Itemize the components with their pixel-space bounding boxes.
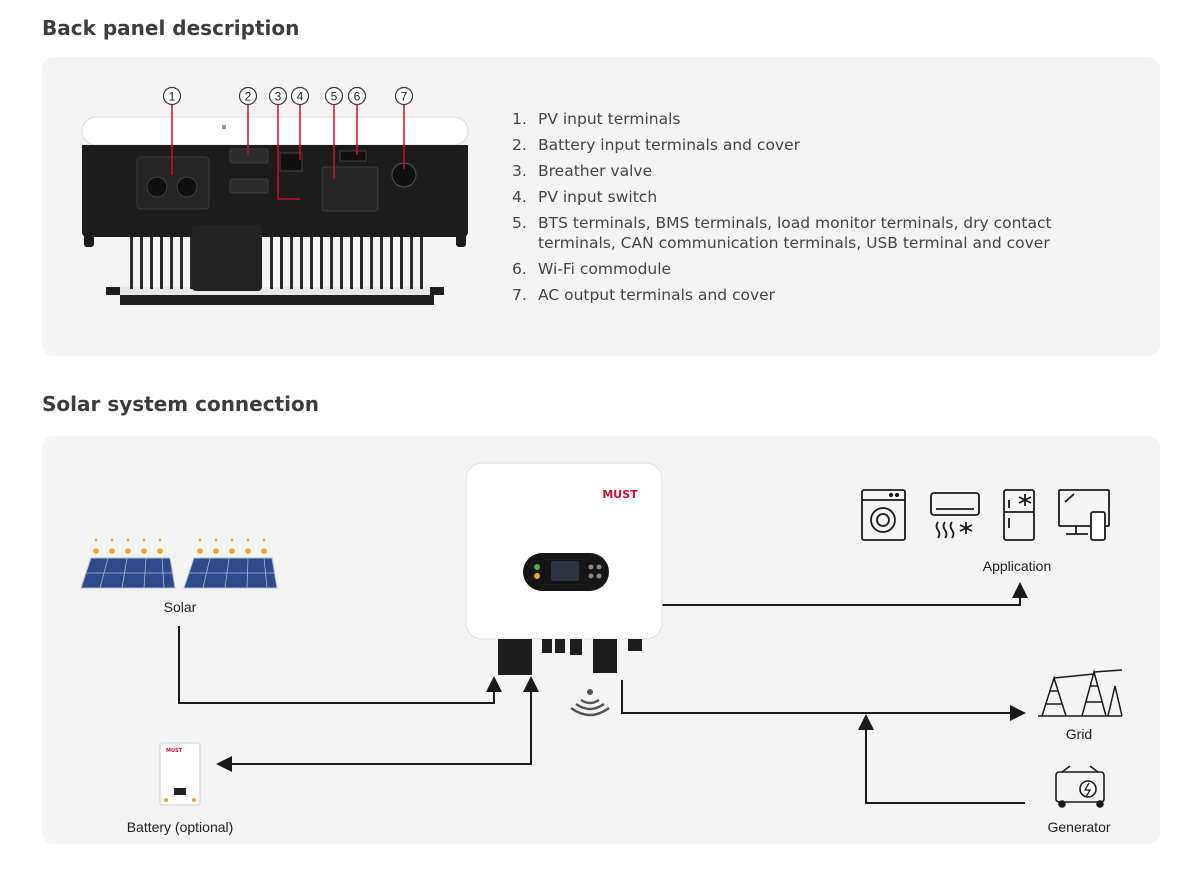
grid-tower-icon xyxy=(1038,669,1123,717)
list-item: 2.Battery input terminals and cover xyxy=(512,136,801,154)
list-item: 5.BTS terminals, BMS terminals, load mon… xyxy=(512,214,1052,252)
callout-markers: 1 2 3 4 5 6 7 xyxy=(162,86,414,106)
list-item: 6.Wi-Fi commodule xyxy=(512,260,672,278)
back-panel-card: 1 2 3 4 5 6 7 1.PV input terminals 2.Battery i… xyxy=(42,57,1160,356)
callout-circle-3 xyxy=(268,86,288,106)
inverter-to-battery-line xyxy=(216,680,532,772)
grid-label: Grid xyxy=(1065,726,1093,742)
inverter-to-application-line xyxy=(662,582,1028,606)
inverter-back-body xyxy=(81,116,469,291)
callout-number-4: 4 xyxy=(297,90,304,104)
solar-panel-icon xyxy=(183,557,278,589)
callout-number-1: 1 xyxy=(169,90,176,104)
generator-icon xyxy=(1055,765,1105,808)
callout-circle-5 xyxy=(324,86,344,106)
inverter-front xyxy=(465,462,663,675)
list-item: 7.AC output terminals and cover xyxy=(512,286,776,304)
back-panel-list: 1.PV input terminals 2.Battery input ter… xyxy=(512,109,1098,311)
solar-label: Solar xyxy=(163,599,197,615)
list-item: 4.PV input switch xyxy=(512,188,658,206)
svg-text:MUST: MUST xyxy=(166,748,183,754)
back-panel-title: Back panel description xyxy=(42,16,300,40)
battery-label: Battery (optional) xyxy=(126,819,234,835)
callout-lines xyxy=(171,105,405,200)
solar-panel-icon xyxy=(80,538,267,589)
callout-number-6: 6 xyxy=(354,90,361,104)
battery-icon: MUST xyxy=(159,742,201,806)
callout-number-7: 7 xyxy=(401,90,408,104)
list-item: 1.PV input terminals xyxy=(512,110,681,128)
solar-connection-title: Solar system connection xyxy=(42,392,319,416)
generator-line xyxy=(858,714,1025,804)
heatsink-fins xyxy=(106,223,444,305)
callout-circle-6 xyxy=(347,86,367,106)
wifi-icon xyxy=(570,689,610,717)
callout-number-3: 3 xyxy=(275,90,282,104)
washing-machine-icon xyxy=(861,489,906,541)
solar-to-inverter-line xyxy=(178,626,502,704)
grid-line xyxy=(621,680,1026,721)
refrigerator-icon xyxy=(1003,489,1035,541)
callout-circle-2 xyxy=(238,86,258,106)
callout-circle-7 xyxy=(394,86,414,106)
application-label: Application xyxy=(982,558,1052,574)
callout-circle-4 xyxy=(290,86,310,106)
solar-connection-card: MUST xyxy=(42,436,1160,844)
list-item: 3.Breather valve xyxy=(512,162,653,180)
television-icon xyxy=(1058,489,1110,541)
connection-lines xyxy=(178,582,1028,804)
solar-connection-diagram: MUST xyxy=(80,462,1123,808)
air-conditioner-icon xyxy=(930,492,980,539)
callout-circle-1 xyxy=(162,86,182,106)
callout-number-2: 2 xyxy=(245,90,252,104)
generator-label: Generator xyxy=(1047,819,1111,835)
brand-logo: MUST xyxy=(602,488,638,501)
callout-number-5: 5 xyxy=(331,90,338,104)
back-panel-illustration: 1 2 3 4 5 6 7 xyxy=(81,86,469,305)
